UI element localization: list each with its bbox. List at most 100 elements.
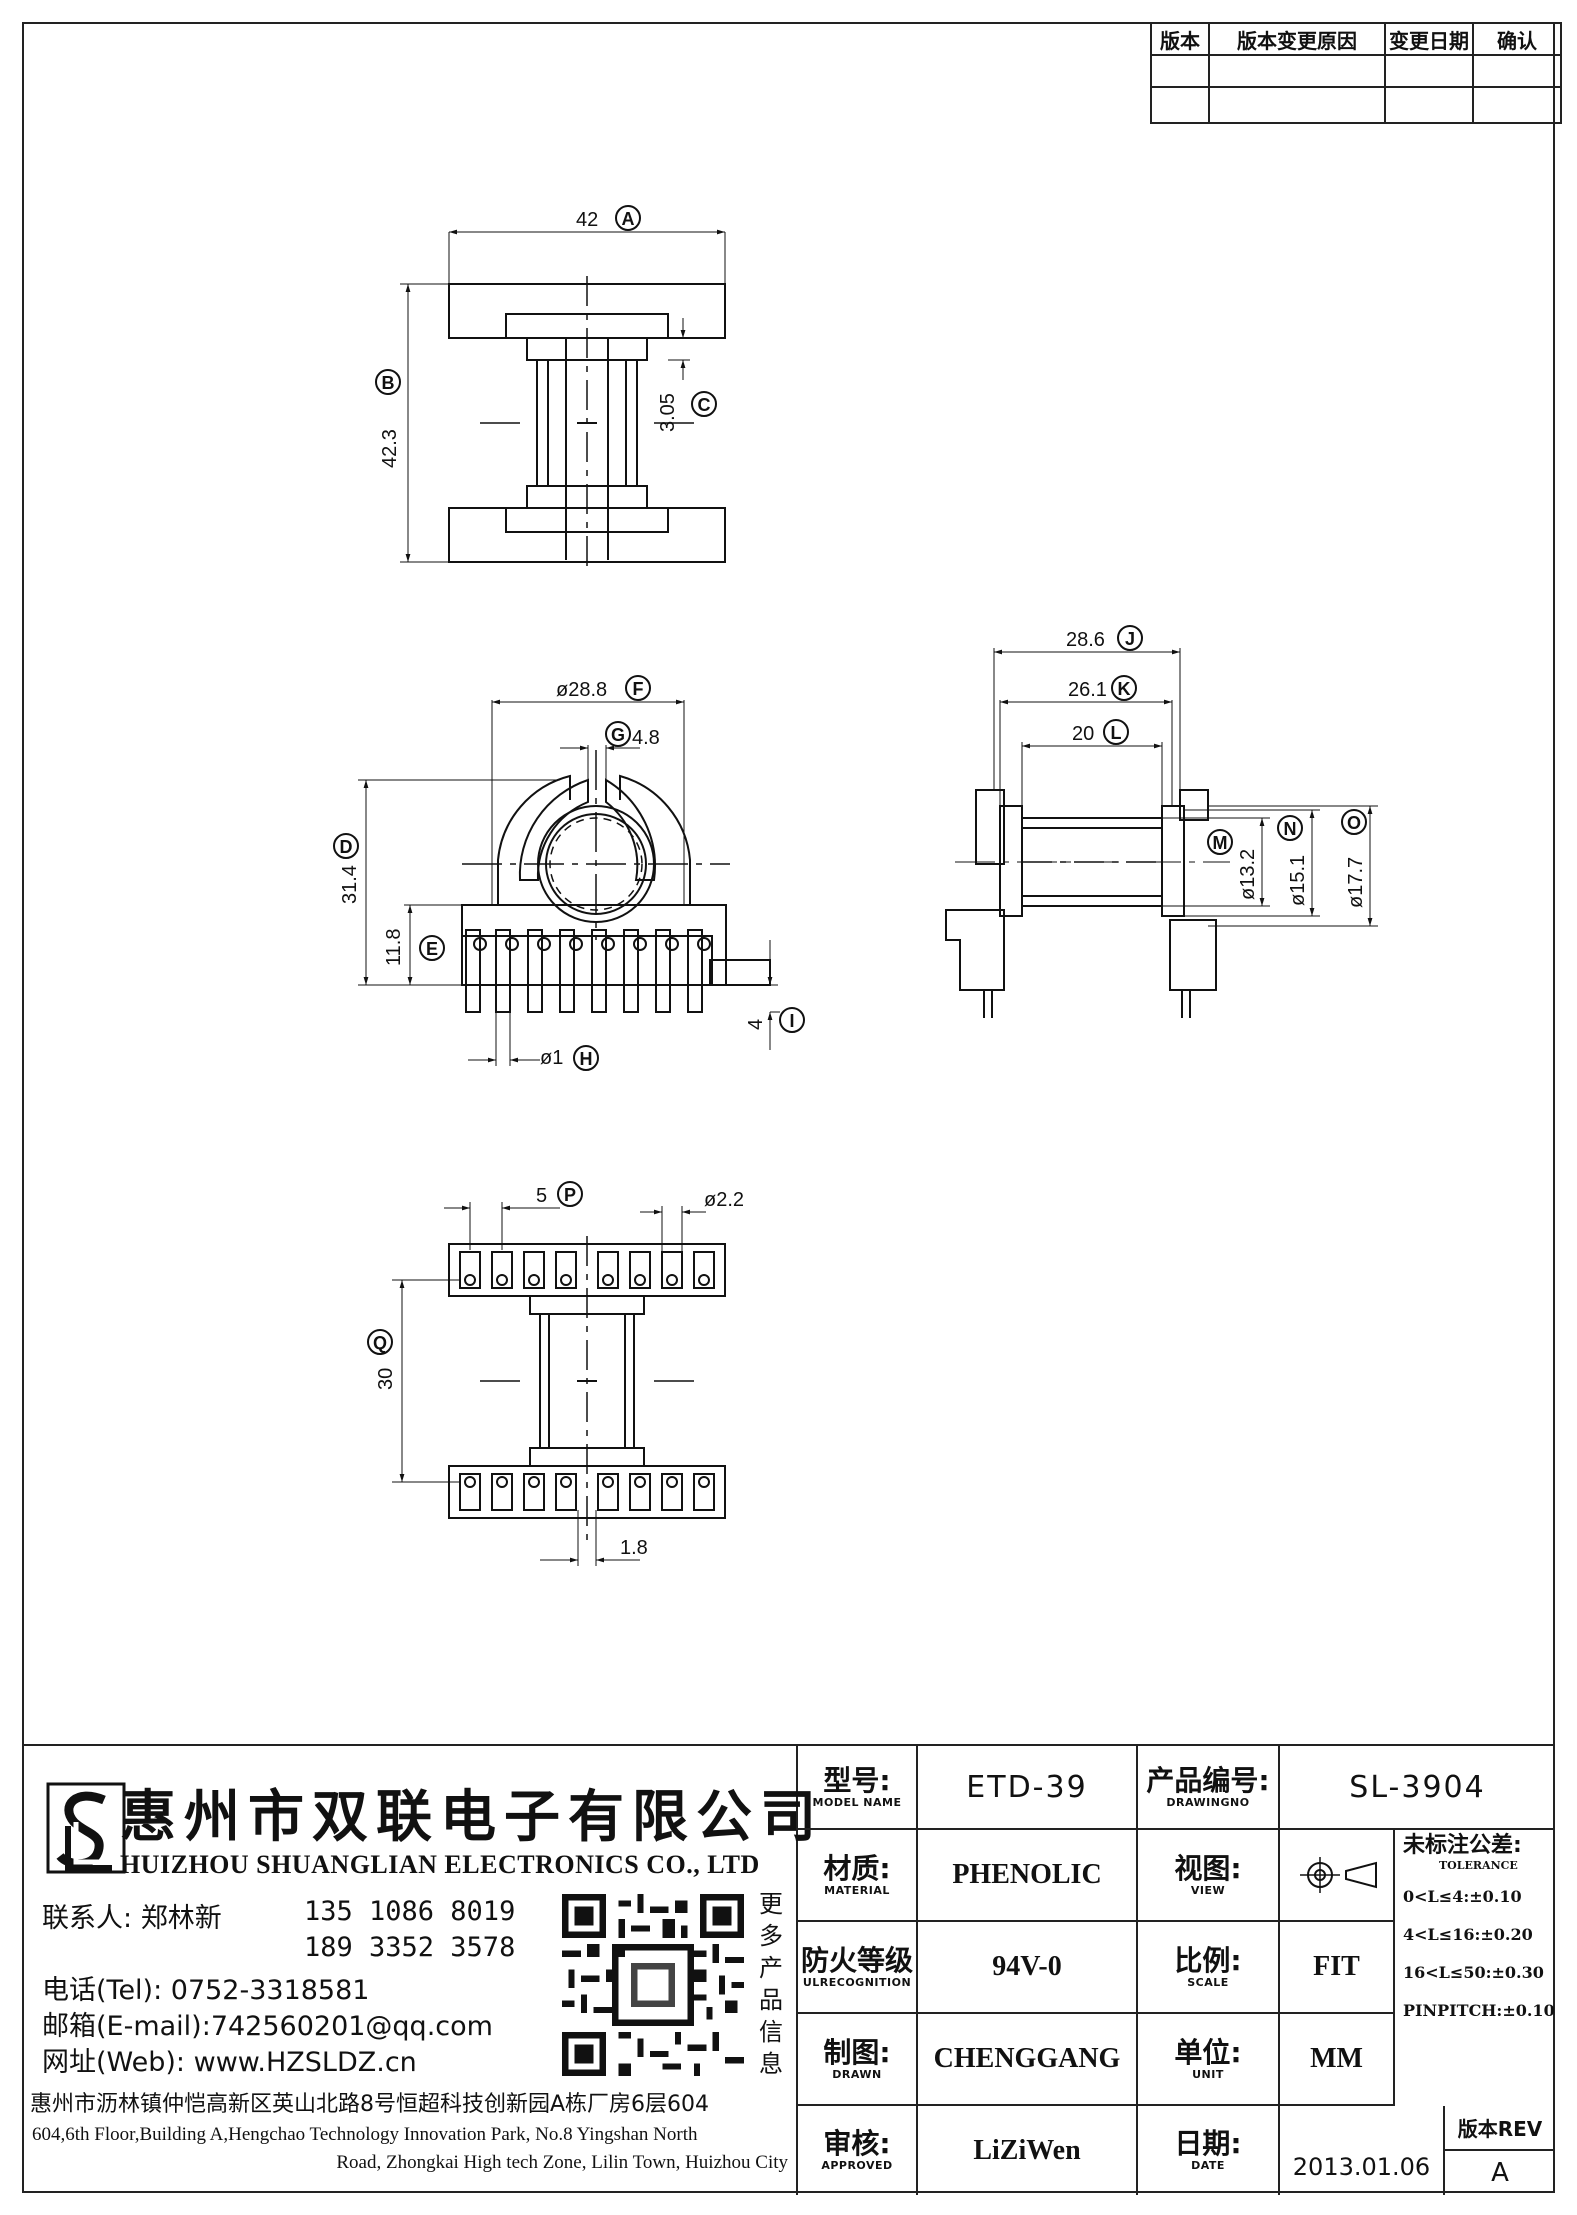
right-view: [945, 648, 1378, 1018]
dim-n-tag: N: [1277, 815, 1303, 841]
pin-row-side: [465, 929, 711, 1013]
date-value: 2013.01.06: [1280, 2106, 1445, 2195]
company-name-cn: 惠州市双联电子有限公司: [120, 1784, 824, 1850]
company-name-en: HUIZHOU SHUANGLIAN ELECTRONICS CO., LTD: [120, 1850, 760, 1879]
svg-text:O: O: [1347, 813, 1361, 833]
dim-p-tag: P: [557, 1181, 583, 1207]
rev-cell: [1472, 86, 1562, 124]
dim-f-tag: F: [625, 675, 651, 701]
svg-text:J: J: [1125, 629, 1135, 649]
dim-g-tag: G: [605, 721, 631, 747]
view-label: 视图:VIEW: [1138, 1830, 1280, 1922]
dim-i-tag: I: [779, 1007, 805, 1033]
material-value: PHENOLIC: [918, 1830, 1138, 1922]
rev-header-version: 版本: [1150, 22, 1210, 56]
tolerance-range-2: 4<L≤16:±0.20: [1403, 1925, 1533, 1944]
projection-symbol: [1280, 1830, 1395, 1922]
dim-o-value: ø17.7: [1345, 857, 1367, 908]
svg-text:P: P: [564, 1185, 576, 1205]
dim-d-tag: D: [333, 833, 359, 859]
technical-drawing: 42 A 42.3 B 3.05 C ø28.8 F G 4.8 31.4 D …: [333, 205, 1378, 1566]
rev-header-date: 变更日期: [1384, 22, 1474, 56]
dim-j-value: 28.6: [1066, 629, 1105, 651]
drawn-value: CHENGGANG: [918, 2014, 1138, 2106]
dim-m-value: ø13.2: [1237, 849, 1259, 900]
rev-value: A: [1491, 2158, 1509, 2188]
tolerance-block: 未标注公差: TOLERANCE 0<L≤4:±0.10 4<L≤16:±0.2…: [1395, 1830, 1555, 2195]
dim-p-value: 5: [536, 1185, 547, 1207]
dim-o-tag: O: [1341, 809, 1367, 835]
tolerance-range-1: 0<L≤4:±0.10: [1403, 1887, 1522, 1906]
svg-text:F: F: [633, 679, 644, 699]
svg-text:I: I: [789, 1011, 794, 1031]
company-info: 惠州市双联电子有限公司 HUIZHOU SHUANGLIAN ELECTRONI…: [22, 1746, 816, 2195]
contact-label: 联系人:: [42, 1903, 133, 1934]
dim-f-value: ø28.8: [556, 679, 607, 701]
date-label: 日期:DATE: [1138, 2106, 1280, 2195]
drawing-no-label: 产品编号:DRAWINGNO: [1138, 1746, 1280, 1830]
svg-text:N: N: [1284, 819, 1297, 839]
rev-cell: [1208, 54, 1386, 88]
approved-value: LiZiWen: [918, 2106, 1138, 2195]
drawing-frame: [22, 22, 1555, 2193]
front-view: [400, 229, 726, 574]
dim-h-value: ø1: [540, 1047, 563, 1069]
svg-text:K: K: [1118, 679, 1131, 699]
svg-text:H: H: [580, 1049, 593, 1069]
material-label: 材质:MATERIAL: [798, 1830, 918, 1922]
dim-c-value: 3.05: [657, 393, 679, 432]
contact-line: 联系人: 郑林新: [42, 1896, 222, 1935]
company-logo-icon: [46, 1782, 126, 1874]
model-value: ETD-39: [918, 1746, 1138, 1830]
unit-value: MM: [1280, 2014, 1395, 2106]
side-view: [358, 699, 780, 1066]
tolerance-range-3: 16<L≤50:±0.30: [1403, 1963, 1544, 1982]
model-label: 型号:MODEL NAME: [798, 1746, 918, 1830]
phone-2: 189 3352 3578: [304, 1932, 516, 1963]
dim-q-value: 30: [375, 1368, 397, 1390]
bottom-view: [392, 1202, 726, 1566]
svg-text:D: D: [340, 837, 353, 857]
svg-text:E: E: [426, 939, 438, 959]
dim-m-tag: M: [1207, 829, 1233, 855]
fire-rating-value: 94V-0: [918, 1922, 1138, 2014]
third-angle-projection-icon: [1299, 1857, 1377, 1893]
dim-q-tag: Q: [367, 1329, 393, 1355]
address-cn: 惠州市沥林镇仲恺高新区英山北路8号恒超科技创新园A栋厂房6层604: [30, 2092, 710, 2117]
qr-code-icon: [562, 1894, 744, 2076]
dim-b-tag: B: [375, 369, 401, 395]
rev-header-reason: 版本变更原因: [1208, 22, 1386, 56]
dim-e-tag: E: [419, 935, 445, 961]
tolerance-pinpitch: PINPITCH:±0.10: [1403, 2001, 1555, 2020]
dim-l-value: 20: [1072, 723, 1094, 745]
dim-j-tag: J: [1117, 625, 1143, 651]
rev-cell: [1472, 54, 1562, 88]
tolerance-label: 未标注公差:: [1403, 1833, 1522, 1858]
address-en-line2: Road, Zhongkai High tech Zone, Lilin Tow…: [336, 2152, 788, 2173]
scale-label: 比例:SCALE: [1138, 1922, 1280, 2014]
phone-1: 135 1086 8019: [304, 1896, 516, 1927]
title-block: 惠州市双联电子有限公司 HUIZHOU SHUANGLIAN ELECTRONI…: [22, 1744, 1555, 2195]
dim-pin-value: ø2.2: [704, 1189, 744, 1211]
rev-cell: [1150, 54, 1210, 88]
dim-a-tag: A: [615, 205, 641, 231]
pin-row-bottom: [459, 1251, 715, 1511]
dim-c-tag: C: [691, 391, 717, 417]
dim-i-value: 4: [745, 1019, 767, 1030]
dim-w-value: 1.8: [620, 1537, 648, 1559]
svg-text:B: B: [382, 373, 395, 393]
drawing-no-value: SL-3904: [1280, 1746, 1555, 1830]
rev-cell: [1208, 86, 1386, 124]
dim-h-tag: H: [573, 1045, 599, 1071]
svg-text:M: M: [1213, 833, 1228, 853]
web-line: 网址(Web): www.HZSLDZ.cn: [42, 2047, 417, 2078]
rev-header-confirm: 确认: [1472, 22, 1562, 56]
dim-k-tag: K: [1111, 675, 1137, 701]
approved-label: 审核:APPROVED: [798, 2106, 918, 2195]
rev-label: 版本REV: [1445, 2106, 1555, 2151]
scale-value: FIT: [1280, 1922, 1395, 2014]
dim-d-value: 31.4: [339, 865, 361, 904]
contact-name: 郑林新: [140, 1903, 222, 1934]
drawn-label: 制图:DRAWN: [798, 2014, 918, 2106]
